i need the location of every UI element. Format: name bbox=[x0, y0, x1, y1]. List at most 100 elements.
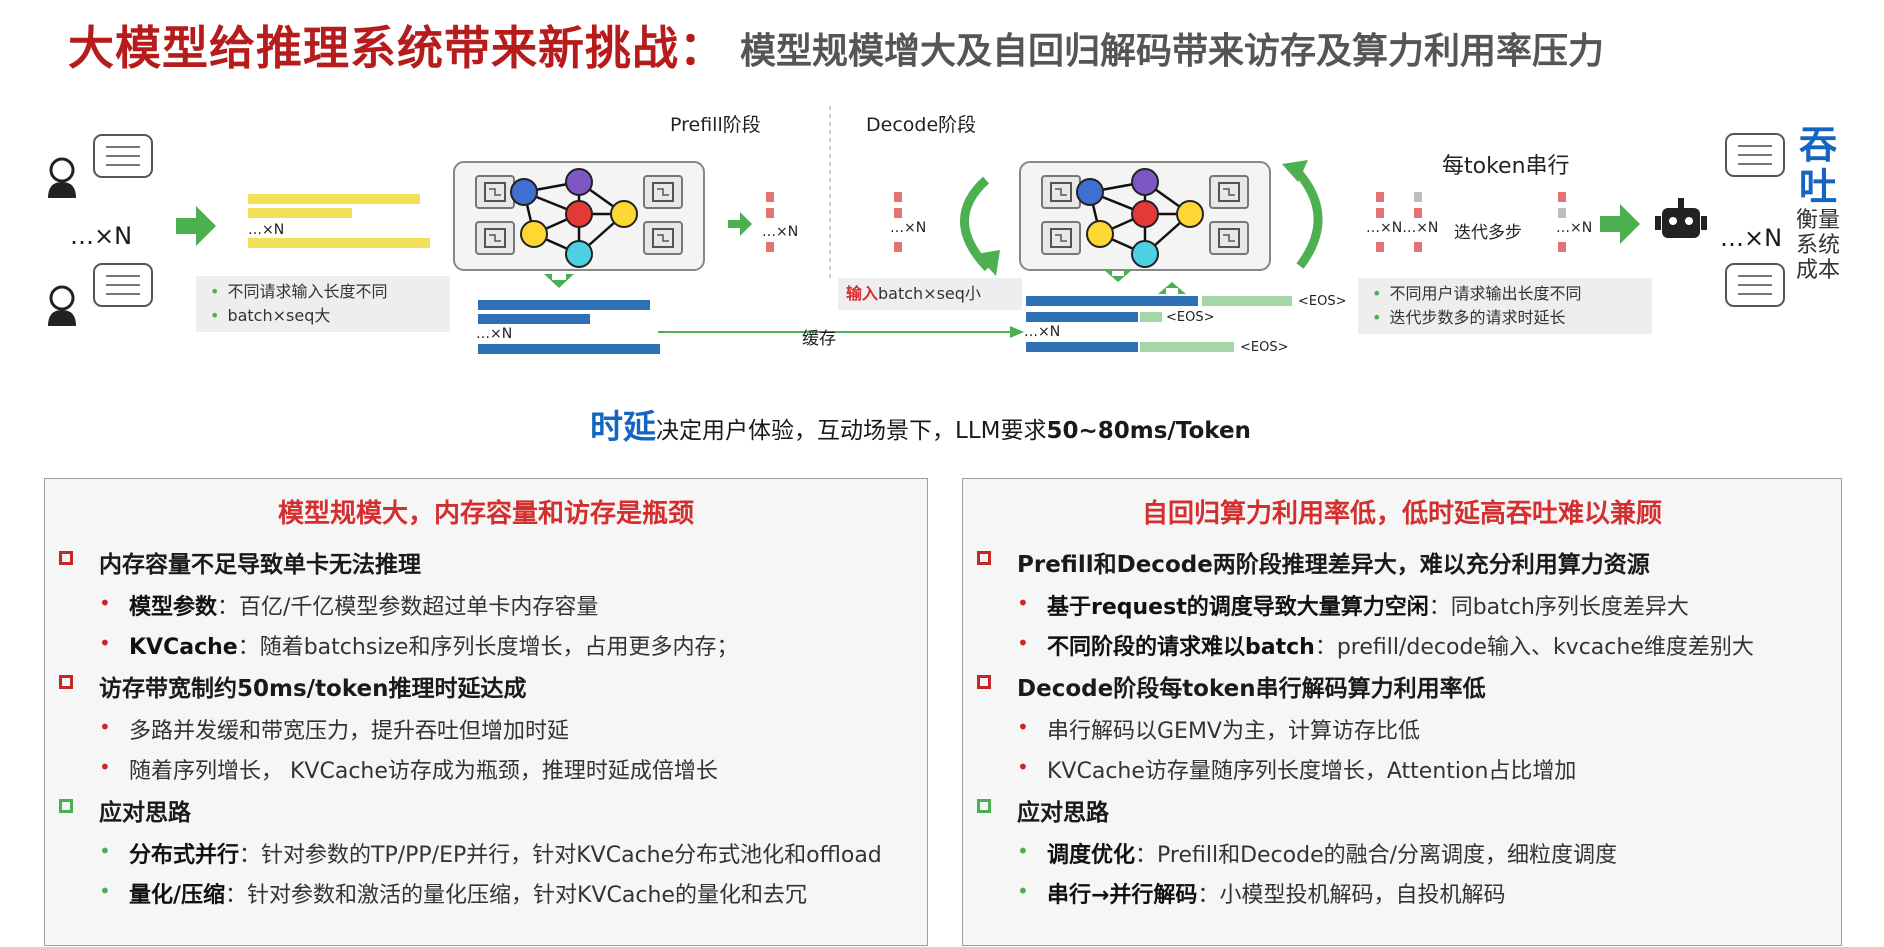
bullet-icon: • bbox=[1017, 839, 1029, 863]
list-item: • 基于request的调度导致大量算力空闲：同batch序列长度差异大 bbox=[1017, 589, 1831, 629]
list-item: • 串行解码以GEMV为主，计算访存比低 bbox=[1017, 713, 1831, 753]
per-token-label: 每token串行 bbox=[1442, 154, 1570, 179]
item-text: 随着序列增长， KVCache访存成为瓶颈，推理时延成倍增长 bbox=[129, 759, 718, 784]
square-bullet-icon bbox=[59, 675, 73, 689]
latency-key: 时延 bbox=[590, 407, 656, 446]
note-text: batch×seq小 bbox=[878, 284, 981, 303]
multiplier-label: …×N bbox=[1556, 220, 1593, 236]
item-text: ：随着batchsize和序列长度增长，占用更多内存； bbox=[237, 635, 739, 660]
item-text: 串行解码以GEMV为主，计算访存比低 bbox=[1047, 719, 1420, 744]
section-heading-text: 应对思路 bbox=[1017, 800, 1109, 826]
list-item: • 量化/压缩：针对参数和激活的量化压缩，针对KVCache的量化和去冗 bbox=[99, 877, 917, 917]
item-text: ：同batch序列长度差异大 bbox=[1428, 595, 1689, 620]
item-text: ：百亿/千亿模型参数超过单卡内存容量 bbox=[217, 595, 599, 620]
section-heading: 应对思路 bbox=[59, 793, 917, 827]
multiplier-label: …×N bbox=[762, 224, 799, 240]
section-heading: 内存容量不足导致单卡无法推理 bbox=[59, 545, 917, 579]
item-bold: 基于request的调度导致大量算力空闲 bbox=[1047, 595, 1429, 620]
page-title: 大模型给推理系统带来新挑战： bbox=[68, 21, 726, 75]
item-bold: 串行→并行解码 bbox=[1047, 883, 1198, 908]
prefill-stage-label: Prefill阶段 bbox=[670, 114, 761, 136]
panel-title: 自回归算力利用率低，低时延高吞吐难以兼顾 bbox=[1141, 499, 1662, 529]
bullet-icon: • bbox=[1017, 879, 1029, 903]
section-heading: 访存带宽制约50ms/token推理时延达成 bbox=[59, 669, 917, 703]
note-text: batch×seq大 bbox=[227, 306, 331, 325]
item-text: ：针对参数的TP/PP/EP并行，针对KVCache分布式池化和offload bbox=[239, 843, 882, 868]
item-text: ：Prefill和Decode的融合/分离调度，细粒度调度 bbox=[1135, 843, 1618, 868]
throughput-text: 衡量系统成本 bbox=[1796, 208, 1841, 283]
list-item: • KVCache访存量随序列长度增长，Attention占比增加 bbox=[1017, 753, 1831, 793]
bullet-icon: • bbox=[99, 631, 111, 655]
bullet-icon: • bbox=[1017, 715, 1029, 739]
item-text: 多路并发缓和带宽压力，提升吞吐但增加时延 bbox=[129, 719, 570, 744]
square-bullet-icon bbox=[59, 799, 73, 813]
square-bullet-icon bbox=[977, 675, 991, 689]
list-item: • 随着序列增长， KVCache访存成为瓶颈，推理时延成倍增长 bbox=[99, 753, 917, 793]
arrow-right-icon bbox=[176, 206, 216, 246]
multiplier-label: …×N…×N bbox=[1366, 220, 1439, 236]
section-heading: Decode阶段每token串行解码算力利用率低 bbox=[977, 669, 1831, 703]
multiplier-label: …×N bbox=[1024, 324, 1061, 340]
item-bold: 量化/压缩 bbox=[129, 883, 226, 908]
square-bullet-icon bbox=[59, 551, 73, 565]
item-bold: 分布式并行 bbox=[129, 843, 240, 868]
list-item: •不同阶段的请求难以batch：prefill/decode输入、kvcache… bbox=[1017, 629, 1831, 669]
user-icon bbox=[46, 157, 78, 200]
input-tokens bbox=[248, 194, 430, 248]
item-text: ：小模型投机解码，自投机解码 bbox=[1197, 883, 1506, 908]
bullet-icon: • bbox=[99, 755, 111, 779]
latency-text: 决定用户体验，互动场景下，LLM要求 bbox=[656, 418, 1047, 444]
section-heading-text: Decode阶段每token串行解码算力利用率低 bbox=[1017, 676, 1486, 702]
bullet-icon: • bbox=[99, 839, 111, 863]
item-bold: KVCache bbox=[129, 635, 238, 660]
bullet-icon: • bbox=[1017, 755, 1029, 779]
decode-notes: •不同用户请求输出长度不同 •迭代步数多的请求时延长 bbox=[1358, 278, 1652, 334]
list-item: • 多路并发缓和带宽压力，提升吞吐但增加时延 bbox=[99, 713, 917, 753]
diagram-graphics bbox=[46, 106, 1785, 354]
list-item: •模型参数：百亿/千亿模型参数超过单卡内存容量 bbox=[99, 589, 917, 629]
latency-statement: 时延决定用户体验，互动场景下，LLM要求50~80ms/Token bbox=[590, 400, 1251, 448]
eos-label: <EOS> bbox=[1240, 340, 1289, 355]
multiplier-label: …×N bbox=[248, 222, 285, 238]
note-text: 不同请求输入长度不同 bbox=[227, 282, 388, 301]
section-heading-text: Prefill和Decode两阶段推理差异大，难以充分利用算力资源 bbox=[1017, 552, 1650, 578]
list-item: • KVCache：随着batchsize和序列长度增长，占用更多内存； bbox=[99, 629, 917, 669]
square-bullet-icon bbox=[977, 799, 991, 813]
section-heading-text: 应对思路 bbox=[99, 800, 191, 826]
section-heading-text: 内存容量不足导致单卡无法推理 bbox=[99, 552, 421, 578]
throughput-key: 吞吐 bbox=[1798, 123, 1837, 209]
bullet-icon: • bbox=[1017, 591, 1029, 615]
section-heading: 应对思路 bbox=[977, 793, 1831, 827]
bullet-icon: • bbox=[99, 591, 111, 615]
iteration-label: 迭代多步 bbox=[1454, 223, 1522, 243]
section-heading: Prefill和Decode两阶段推理差异大，难以充分利用算力资源 bbox=[977, 545, 1831, 579]
inference-diagram: Prefill阶段 Decode阶段 每token串行 …×N …×N …×N … bbox=[0, 80, 1884, 380]
throughput-vertical-title: 吞吐 衡量系统成本 bbox=[1796, 124, 1840, 283]
decode-input-note: 输入batch×seq小 bbox=[838, 278, 1022, 310]
decode-stage-label: Decode阶段 bbox=[866, 114, 977, 136]
chat-bubble-icon bbox=[93, 263, 153, 307]
list-item: • 分布式并行：针对参数的TP/PP/EP并行，针对KVCache分布式池化和of… bbox=[99, 837, 917, 877]
square-bullet-icon bbox=[977, 551, 991, 565]
item-text: ：针对参数和激活的量化压缩，针对KVCache的量化和去冗 bbox=[225, 883, 807, 908]
note-text: 不同用户请求输出长度不同 bbox=[1389, 284, 1582, 303]
multiplier-label: …×N bbox=[70, 222, 133, 250]
prefill-notes: •不同请求输入长度不同 •batch×seq大 bbox=[196, 276, 450, 332]
multiplier-label: …×N bbox=[1720, 224, 1783, 252]
item-text: KVCache访存量随序列长度增长，Attention占比增加 bbox=[1047, 759, 1577, 784]
list-item: • 串行→并行解码：小模型投机解码，自投机解码 bbox=[1017, 877, 1831, 917]
section-heading-text: 访存带宽制约50ms/token推理时延达成 bbox=[99, 676, 527, 702]
eos-label: <EOS> bbox=[1166, 310, 1215, 325]
cache-label: 缓存 bbox=[802, 329, 836, 349]
chat-bubble-icon bbox=[93, 134, 153, 178]
left-panel: 模型规模大，内存容量和访存是瓶颈 内存容量不足导致单卡无法推理 •模型参数：百亿… bbox=[44, 478, 928, 946]
multiplier-label: …×N bbox=[476, 326, 513, 342]
note-text: 迭代步数多的请求时延长 bbox=[1389, 308, 1566, 327]
user-icon bbox=[46, 285, 78, 328]
robot-icon bbox=[1655, 198, 1707, 238]
note-prefix: 输入 bbox=[846, 284, 879, 303]
bullet-icon: • bbox=[99, 879, 111, 903]
right-panel: 自回归算力利用率低，低时延高吞吐难以兼顾 Prefill和Decode两阶段推理… bbox=[962, 478, 1842, 946]
bullet-icon: • bbox=[99, 715, 111, 739]
item-text: ：prefill/decode输入、kvcache维度差别大 bbox=[1314, 635, 1754, 660]
